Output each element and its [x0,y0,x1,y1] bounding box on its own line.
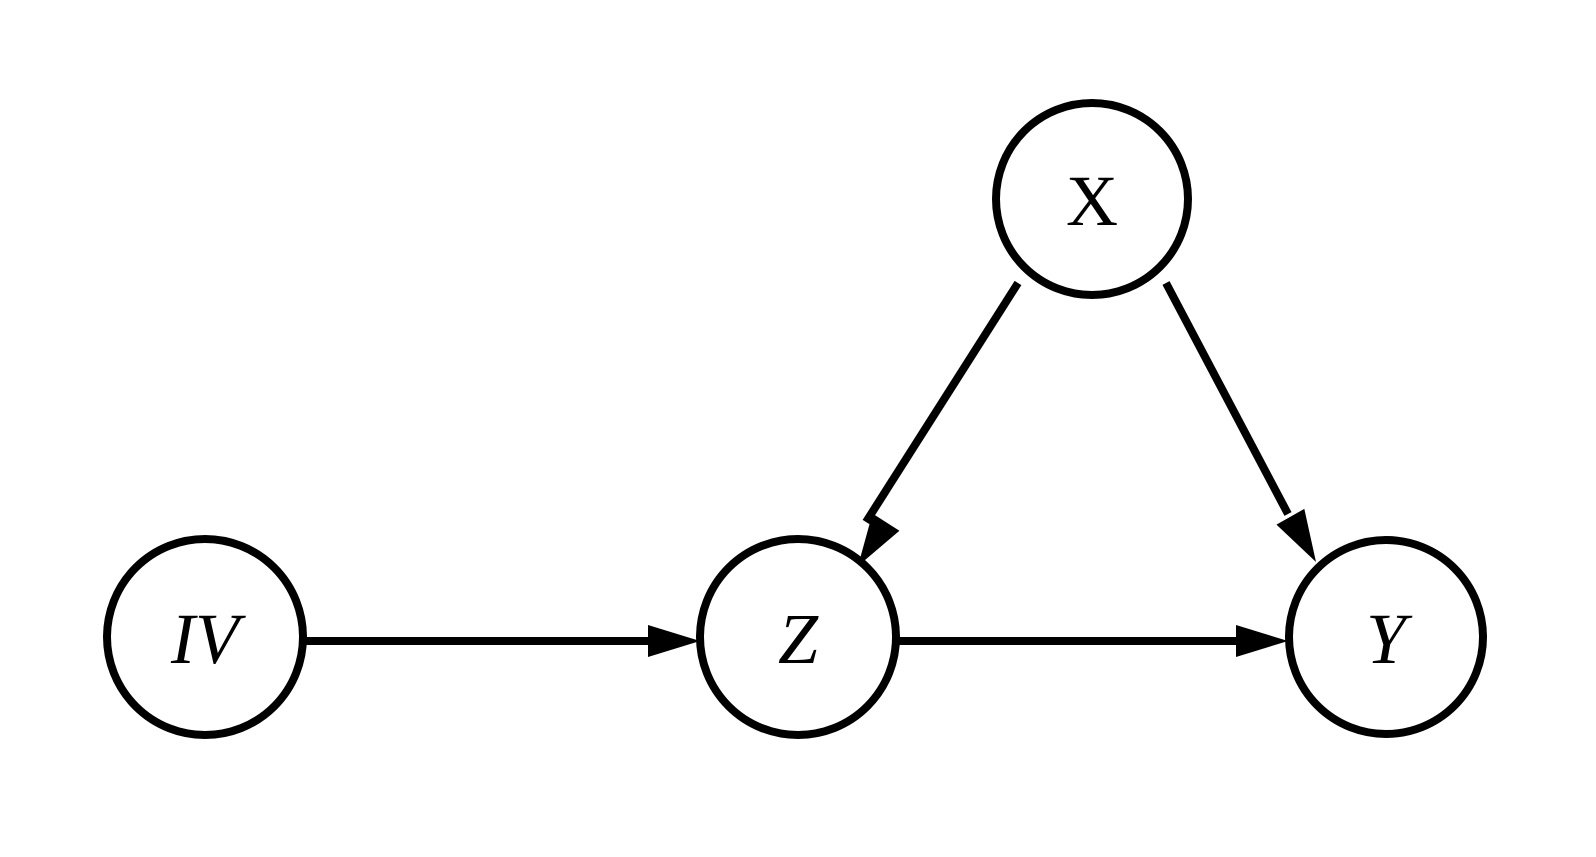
node-iv-label: IV [170,599,246,679]
node-y-circle[interactable] [1285,536,1487,738]
node-z-circle[interactable] [696,535,900,739]
node-x-circle[interactable] [992,99,1192,299]
edge-z-to-y-arrowhead [1236,625,1288,657]
edge-x-to-y-arrowhead [1276,508,1316,562]
node-z[interactable]: Z [696,535,900,739]
edge-x-to-y [1162,281,1316,562]
edge-iv-to-z-arrowhead [648,625,700,657]
edge-iv-to-z [305,625,700,657]
node-x[interactable]: X [992,99,1192,299]
node-x-label: X [1066,161,1118,241]
edge-x-to-z-arrowhead [858,513,900,566]
edge-z-to-y [897,625,1288,657]
node-iv-circle[interactable] [103,535,307,739]
edge-x-to-y-shaft [1162,281,1292,516]
node-z-label: Z [778,599,819,679]
edge-x-to-z-shaft [862,280,1022,525]
node-iv[interactable]: IV [103,535,307,739]
node-y[interactable]: Y [1285,536,1487,738]
edges-layer [305,280,1316,657]
edge-x-to-z [858,280,1022,566]
nodes-layer: IV Z Y X [103,99,1487,739]
node-y-label: Y [1366,599,1413,679]
